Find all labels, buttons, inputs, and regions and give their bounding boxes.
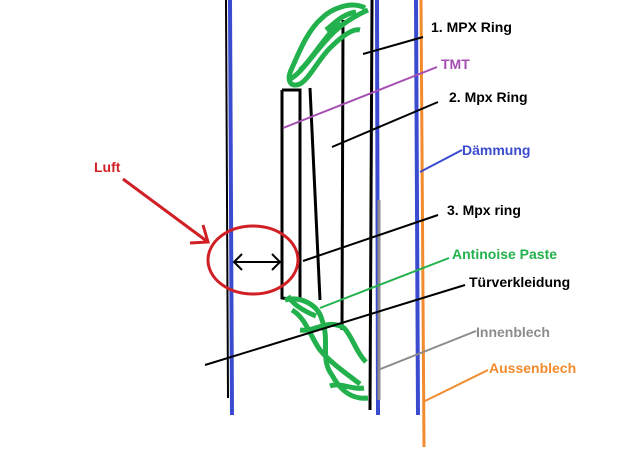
mpx-ring-vertical-3 — [368, 0, 374, 411]
antinoise-paste-top — [286, 2, 370, 88]
label-tmt: TMT — [441, 56, 470, 72]
antinoise-paste-bottom — [284, 294, 369, 401]
left-blue-panel-line — [228, 0, 234, 416]
pointer-aussenblech — [422, 369, 489, 403]
pointer-antinoise — [319, 257, 450, 309]
luft-pointer-arrowhead — [189, 224, 210, 245]
label-innenblech: Innenblech — [476, 324, 550, 340]
luft-arrowhead-left — [232, 253, 243, 271]
label-antinoise: Antinoise Paste — [452, 246, 557, 262]
label-mpx1: 1. MPX Ring — [431, 19, 512, 35]
label-daemmung: Dämmung — [462, 142, 530, 158]
luft-arrowhead-right — [271, 253, 282, 271]
label-mpx3: 3. Mpx ring — [447, 202, 521, 218]
label-luft: Luft — [94, 159, 121, 175]
label-aussenblech: Aussenblech — [489, 360, 576, 376]
daemmung-line — [414, 0, 420, 416]
pointer-mpx3 — [302, 214, 439, 262]
left-black-panel-line — [225, 0, 229, 399]
pointer-mpx2 — [331, 101, 439, 148]
mpx-ring-vertical-1 — [308, 87, 322, 301]
pointer-tmt — [282, 66, 438, 129]
label-tuerverkleidung: Türverkleidung — [469, 274, 570, 290]
luft-pointer-arrow — [122, 177, 209, 244]
aussenblech-line — [419, 0, 426, 448]
pointer-mpx1 — [362, 36, 424, 55]
pointer-innenblech — [377, 330, 477, 371]
mpx-ring-vertical-2 — [340, 19, 345, 331]
label-mpx2: 2. Mpx Ring — [449, 89, 528, 105]
pointer-daemmung — [419, 149, 463, 173]
luft-highlight-circle — [206, 224, 300, 296]
pointer-tuerverkleidung — [204, 284, 466, 366]
